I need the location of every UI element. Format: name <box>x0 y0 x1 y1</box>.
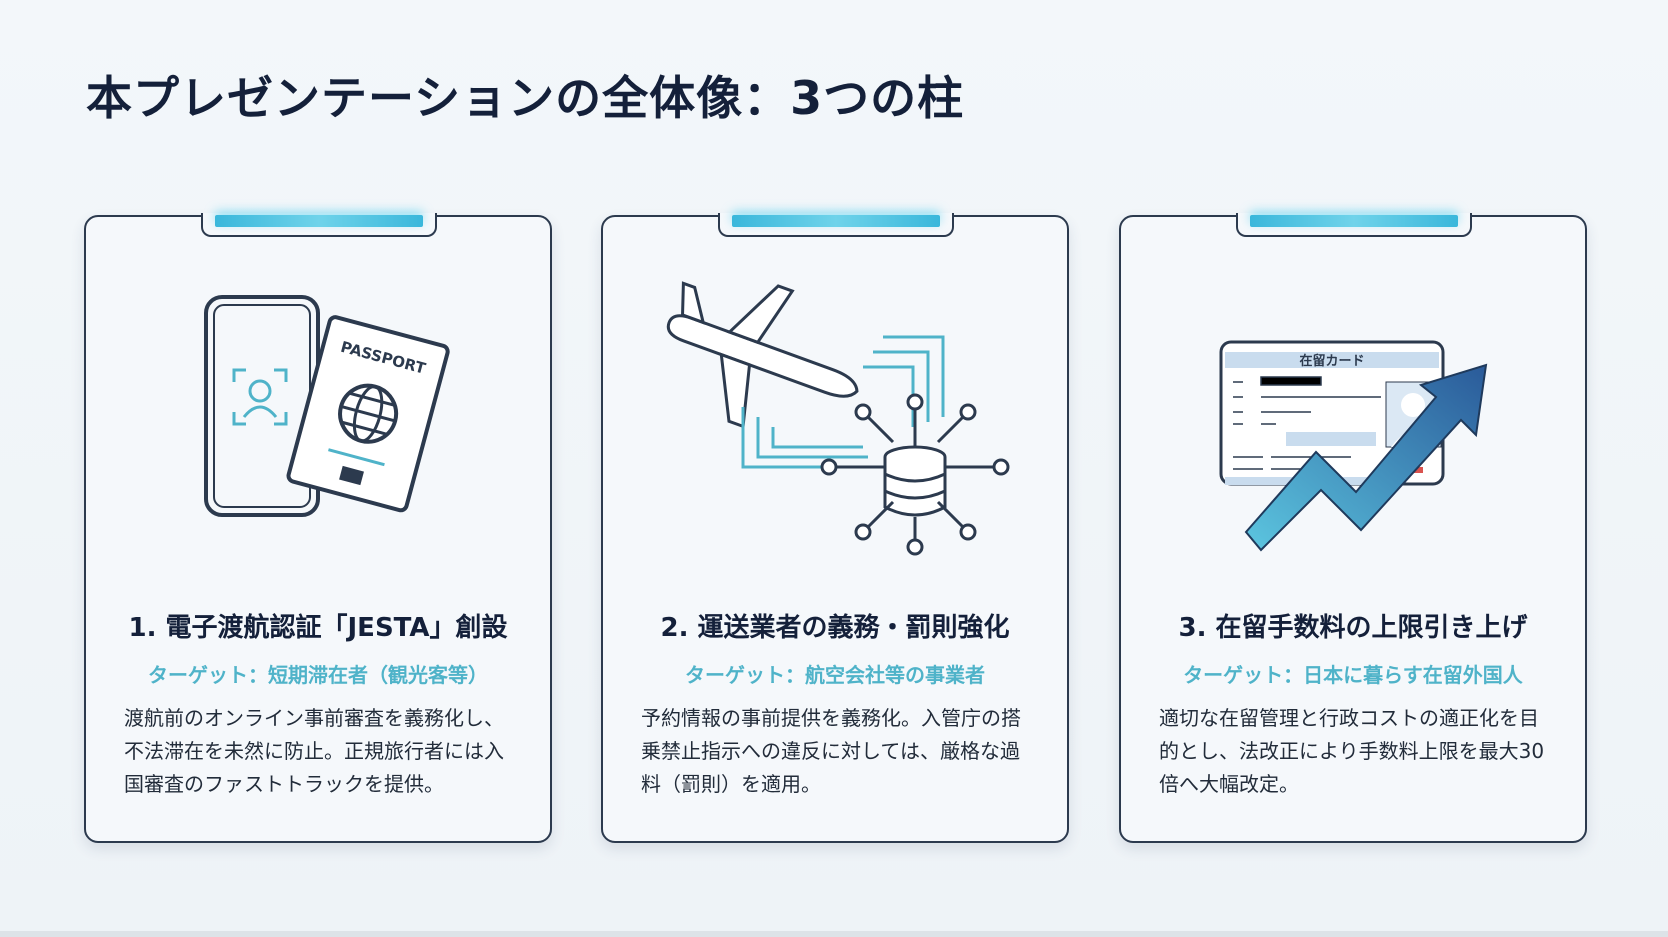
card-description: 予約情報の事前提供を義務化。入管庁の搭乗禁止指示への違反に対しては、厳格な過料（… <box>641 706 1021 796</box>
card-description: 渡航前のオンライン事前審査を義務化し、不法滞在を未然に防止。正規旅行者には入国審… <box>124 706 504 796</box>
card-target: ターゲット：短期滞在者（観光客等） <box>148 663 488 687</box>
pillar-card-fees: 在留カード 3. 在留手数料の上限引き上げ ターゲット：日本に暮らす在留外国人 … <box>1119 213 1587 843</box>
residence-card-rising-arrow-icon: 在留カード <box>1219 340 1488 552</box>
card-tab <box>1236 213 1472 237</box>
residence-card-label: 在留カード <box>1299 353 1364 369</box>
card-description: 適切な在留管理と行政コストの適正化を目的とし、法改正により手数料上限を最大30倍… <box>1159 706 1545 796</box>
airplane-database-icon <box>666 281 1010 556</box>
bottom-border <box>0 931 1668 937</box>
card-target: ターゲット：日本に暮らす在留外国人 <box>1183 663 1523 687</box>
phone-passport-icon: PASSPORT <box>204 295 450 517</box>
page-title: 本プレゼンテーションの全体像：3つの柱 <box>86 71 965 125</box>
pillar-card-jesta: PASSPORT 1. 電子渡航認証「JESTA」創設 ターゲット：短期滞在者（… <box>84 213 552 843</box>
card-tab <box>718 213 954 237</box>
card-target: ターゲット：航空会社等の事業者 <box>685 663 985 687</box>
card-heading: 2. 運送業者の義務・罰則強化 <box>660 613 1010 643</box>
card-heading: 1. 電子渡航認証「JESTA」創設 <box>128 613 508 643</box>
card-heading: 3. 在留手数料の上限引き上げ <box>1178 613 1528 643</box>
pillar-card-carriers: 2. 運送業者の義務・罰則強化 ターゲット：航空会社等の事業者 予約情報の事前提… <box>601 213 1069 843</box>
card-tab <box>201 213 437 237</box>
